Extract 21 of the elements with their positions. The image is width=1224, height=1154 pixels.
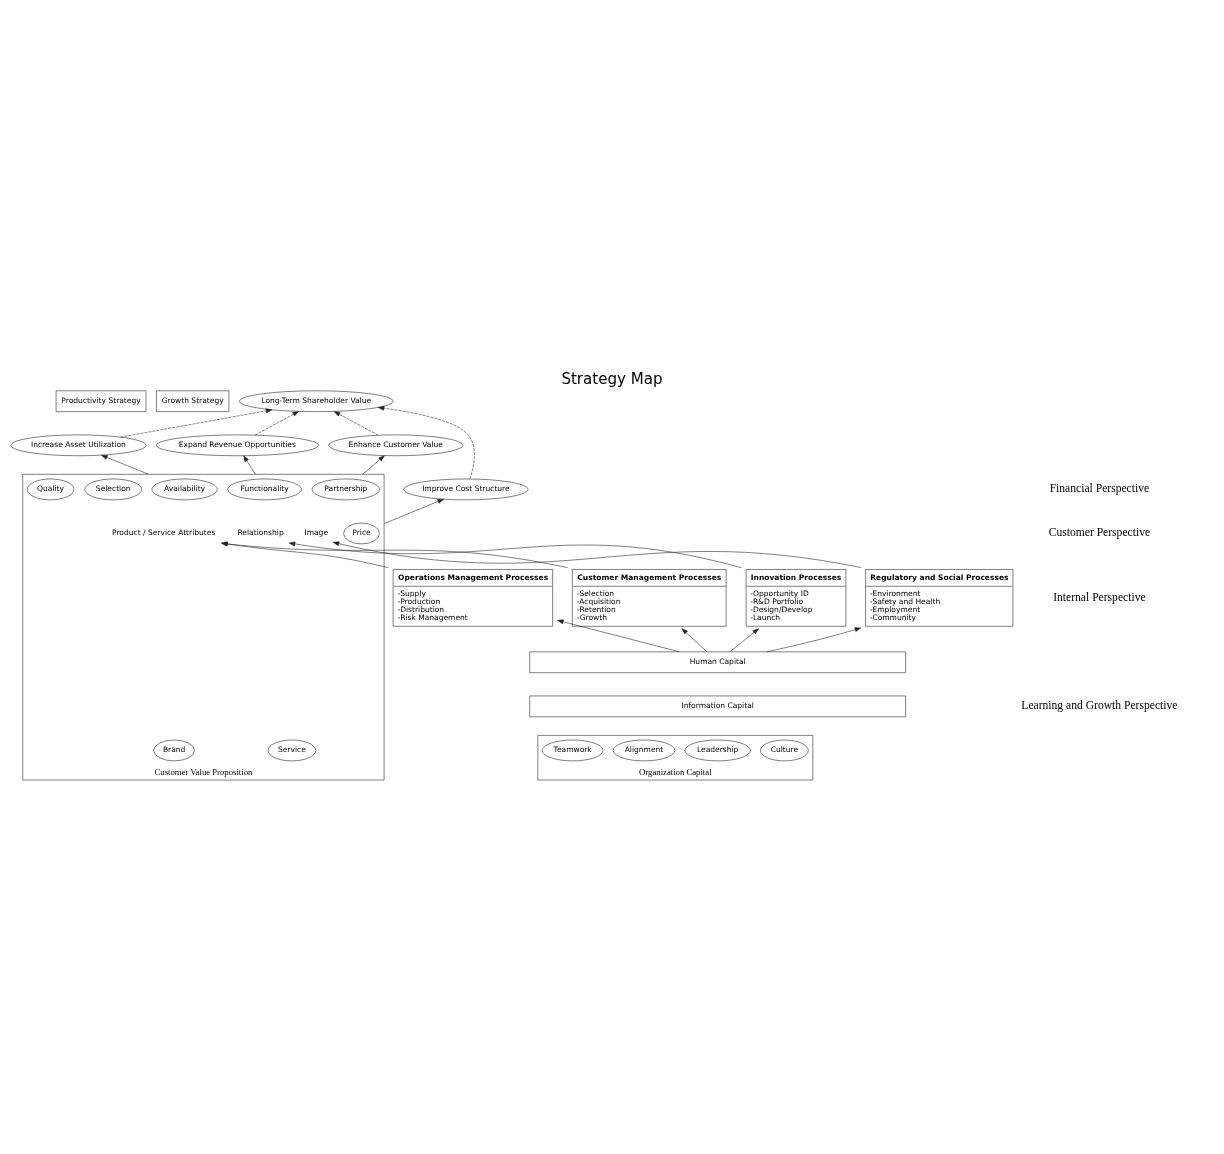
- arrow: [221, 541, 389, 569]
- arrow: [254, 411, 299, 436]
- arrow: [377, 405, 475, 480]
- label: Internal Perspective: [1053, 590, 1146, 604]
- arrow: [557, 619, 680, 653]
- arrow: [221, 541, 568, 568]
- arrow: [333, 411, 379, 436]
- arrow: [243, 455, 256, 475]
- label: Learning and Growth Perspective: [1021, 699, 1178, 713]
- arrow: [332, 541, 862, 568]
- arrow: [101, 454, 149, 475]
- label: Financial Perspective: [1049, 482, 1150, 496]
- arrow: [362, 455, 385, 475]
- label: Customer Perspective: [1048, 526, 1151, 540]
- arrow: [383, 498, 444, 524]
- arrow: [120, 408, 273, 438]
- arrow: [729, 628, 759, 653]
- arrow: [766, 627, 862, 653]
- arrow: [288, 541, 742, 569]
- diagram-title: Strategy Map: [561, 369, 663, 388]
- arrow: [681, 628, 708, 653]
